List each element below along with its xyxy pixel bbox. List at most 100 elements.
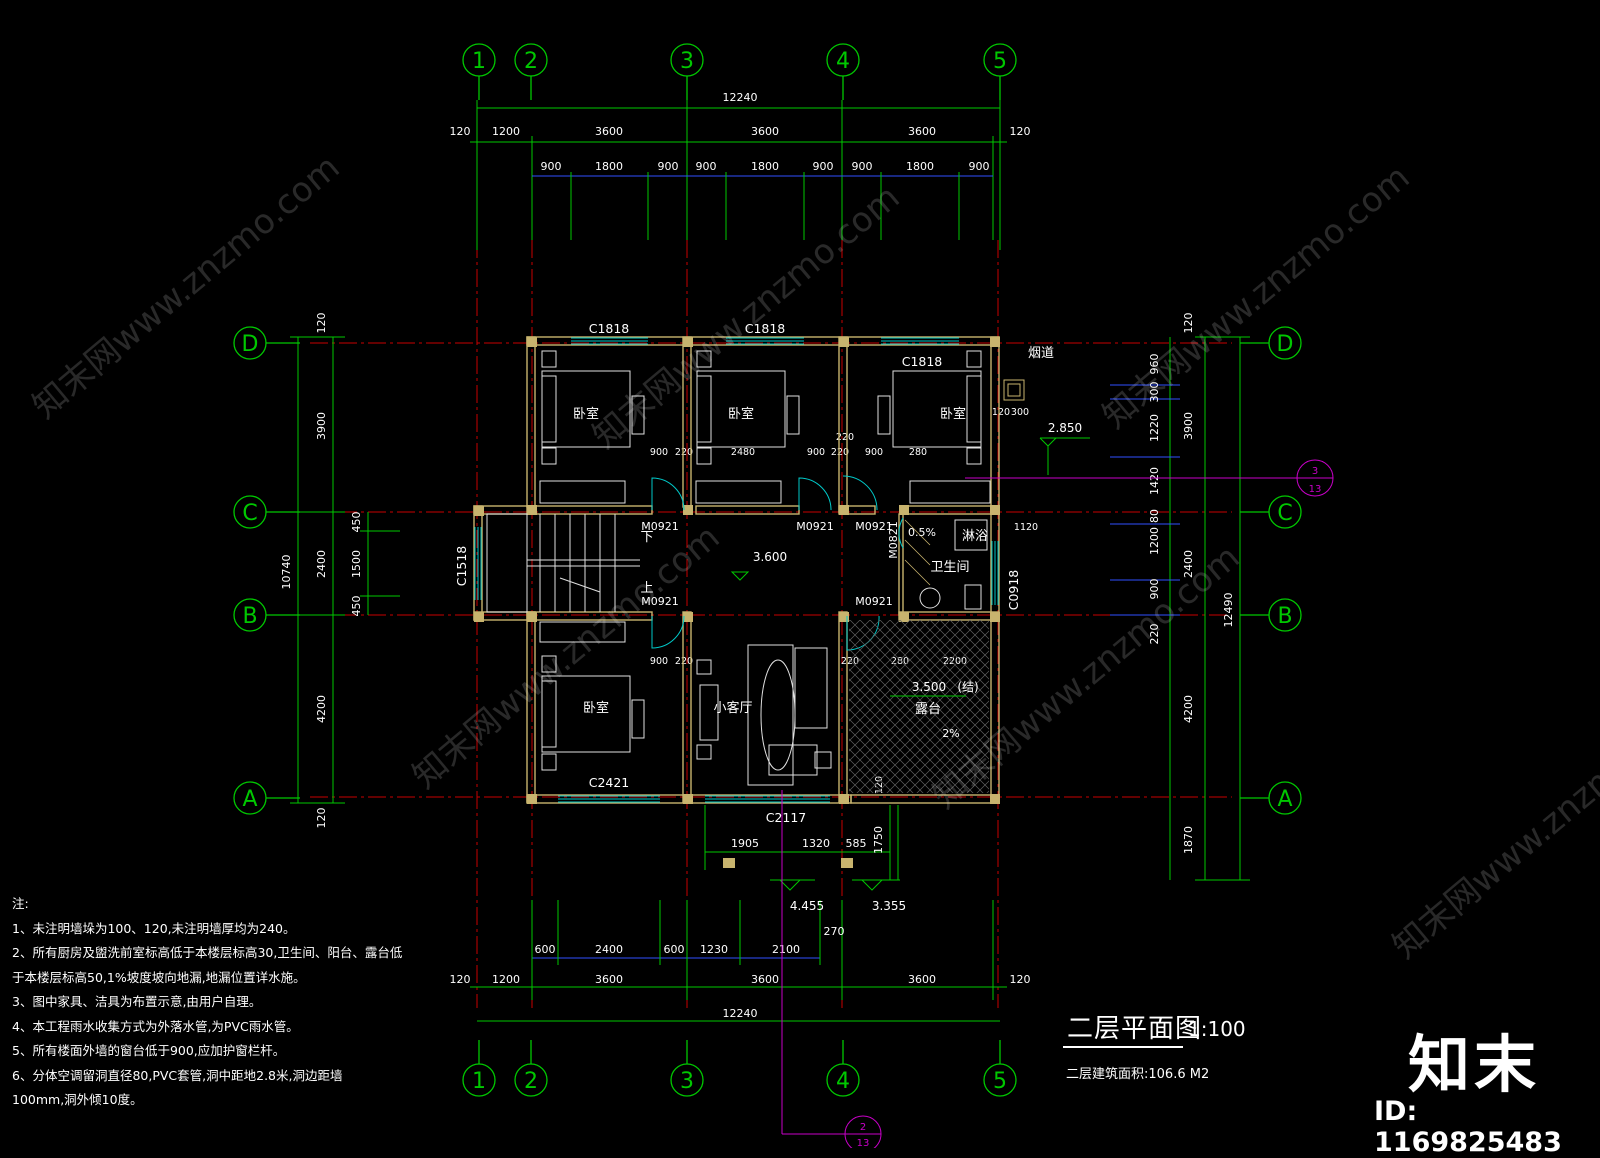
svg-text:3600: 3600 <box>908 973 936 986</box>
svg-text:1: 1 <box>472 1069 486 1094</box>
grid-row-B-left: B <box>233 598 300 632</box>
svg-text:2480: 2480 <box>731 447 755 458</box>
room-label-bathroom: 卫生间 <box>930 560 969 575</box>
dimension-lines <box>290 100 1250 1022</box>
dim-bottom-overall: 12240 <box>723 1007 758 1020</box>
svg-text:1800: 1800 <box>751 160 779 173</box>
svg-text:900: 900 <box>650 447 668 458</box>
window-labels: C1818 C1818 C1818 C1518 C2421 C2117 C091… <box>454 321 1021 825</box>
bathroom-fixtures <box>919 519 988 610</box>
svg-text:120: 120 <box>1010 125 1031 138</box>
bed-4 <box>539 621 645 771</box>
level-terrace: 3.500 <box>912 680 946 694</box>
grid-row-A-left: A <box>233 781 300 815</box>
note-line: 3、图中家具、洁具为布置示意,由用户自理。 <box>12 994 262 1009</box>
svg-text:1220: 1220 <box>1148 414 1161 442</box>
svg-text:120: 120 <box>450 125 471 138</box>
svg-text:A: A <box>242 787 257 812</box>
svg-text:4: 4 <box>836 49 850 74</box>
svg-text:120: 120 <box>315 808 328 829</box>
grid-row-C-right: C <box>1240 495 1302 529</box>
svg-text:600: 600 <box>535 943 556 956</box>
grid-row-B-right: B <box>1240 598 1302 632</box>
grid-col-1-top: 1 <box>462 43 496 100</box>
image-id: ID: 1169825483 <box>1374 1096 1562 1158</box>
room-label-bedroom: 卧室 <box>728 406 754 422</box>
callout-bottom: 13 <box>1309 484 1322 495</box>
svg-text:3600: 3600 <box>751 125 779 138</box>
svg-text:3: 3 <box>680 1069 694 1094</box>
svg-text:3600: 3600 <box>595 973 623 986</box>
note-line: 1、未注明墙垛为100、120,未注明墙厚均为240。 <box>12 920 296 936</box>
svg-text:1800: 1800 <box>595 160 623 173</box>
window-label: C1818 <box>745 321 786 336</box>
grid-col-1-bottom: 1 <box>462 1040 496 1097</box>
svg-text:4200: 4200 <box>315 695 328 723</box>
note-line: 100mm,洞外倾10度。 <box>12 1092 143 1107</box>
svg-text:120: 120 <box>1182 313 1195 334</box>
note-line: 5、所有楼面外墙的窗台低于900,应加护窗栏杆。 <box>12 1043 286 1058</box>
svg-text:900: 900 <box>969 160 990 173</box>
grid-col-5-top: 5 <box>983 43 1017 100</box>
svg-text:A: A <box>1277 787 1292 812</box>
dim-top-overall: 12240 <box>723 91 758 104</box>
dim-220-mid: 220 <box>836 432 854 443</box>
grid-col-2-bottom: 2 <box>514 1040 548 1097</box>
brand-logo: 知末 <box>1408 1028 1541 1101</box>
svg-text:1200: 1200 <box>1148 527 1161 555</box>
callout-top: 2 <box>860 1122 866 1133</box>
svg-text:B: B <box>1277 604 1292 629</box>
svg-text:120: 120 <box>992 407 1010 418</box>
drawing-scale: 1:100 <box>1188 1017 1246 1041</box>
room-label-bedroom: 卧室 <box>583 700 609 716</box>
svg-text:270: 270 <box>824 925 845 938</box>
svg-text:3: 3 <box>680 49 694 74</box>
grid-row-D-right: D <box>1240 326 1302 360</box>
svg-text:1800: 1800 <box>906 160 934 173</box>
svg-text:120: 120 <box>1010 973 1031 986</box>
note-line: 于本楼层标高50,1%坡度坡向地漏,地漏位置详水施。 <box>12 969 306 985</box>
svg-text:900: 900 <box>807 447 825 458</box>
title-underline <box>1063 1046 1183 1048</box>
bed-3 <box>877 350 991 504</box>
svg-text:220: 220 <box>1148 624 1161 645</box>
grid-col-2-top: 2 <box>514 43 548 100</box>
floor-area-note: 二层建筑面积:106.6 M2 <box>1066 1067 1210 1082</box>
svg-text:900: 900 <box>541 160 562 173</box>
callout-top: 3 <box>1312 466 1318 477</box>
door-labels: M0921 M0921 M0921 M0921 M0821 M0921 <box>641 520 900 608</box>
svg-text:900: 900 <box>852 160 873 173</box>
svg-text:120: 120 <box>315 313 328 334</box>
slope-terrace: 2% <box>942 727 959 740</box>
bed-1 <box>539 350 645 504</box>
bathroom-hatch <box>904 519 931 586</box>
svg-text:B: B <box>242 604 257 629</box>
note-line: 4、本工程雨水收集方式为外落水管,为PVC雨水管。 <box>12 1018 299 1034</box>
svg-text:220: 220 <box>675 447 693 458</box>
callout-bottom: 13 <box>857 1138 870 1148</box>
notes-heading: 注: <box>12 896 29 911</box>
grid-col-3-top: 3 <box>670 43 704 100</box>
general-notes: 注: 1、未注明墙垛为100、120,未注明墙厚均为240。 2、所有厨房及盥洗… <box>12 892 412 1113</box>
window-label: C1818 <box>589 321 630 336</box>
level-canopy-a: 4.455 <box>790 899 824 913</box>
svg-text:1420: 1420 <box>1148 467 1161 495</box>
svg-text:2: 2 <box>524 49 538 74</box>
room-label-terrace: 露台 <box>915 702 941 717</box>
door-label: M0921 <box>641 520 679 533</box>
note-line: 2、所有厨房及盥洗前室标高低于本楼层标高30,卫生间、阳台、露台低 <box>12 945 403 960</box>
svg-text:900: 900 <box>696 160 717 173</box>
window-label: C1818 <box>902 354 943 369</box>
level-terrace-note: (结) <box>957 680 978 694</box>
svg-text:600: 600 <box>664 943 685 956</box>
svg-text:4: 4 <box>836 1069 850 1094</box>
svg-text:C: C <box>1277 501 1292 526</box>
canopy-posts <box>723 858 853 868</box>
svg-text:2400: 2400 <box>595 943 623 956</box>
stair-down-label: 下 <box>640 530 653 545</box>
door-label: M0821 <box>887 521 900 559</box>
svg-text:300: 300 <box>1148 382 1161 403</box>
chimney <box>1003 379 1025 401</box>
window-label: C0918 <box>1006 570 1021 611</box>
svg-text:3600: 3600 <box>751 973 779 986</box>
